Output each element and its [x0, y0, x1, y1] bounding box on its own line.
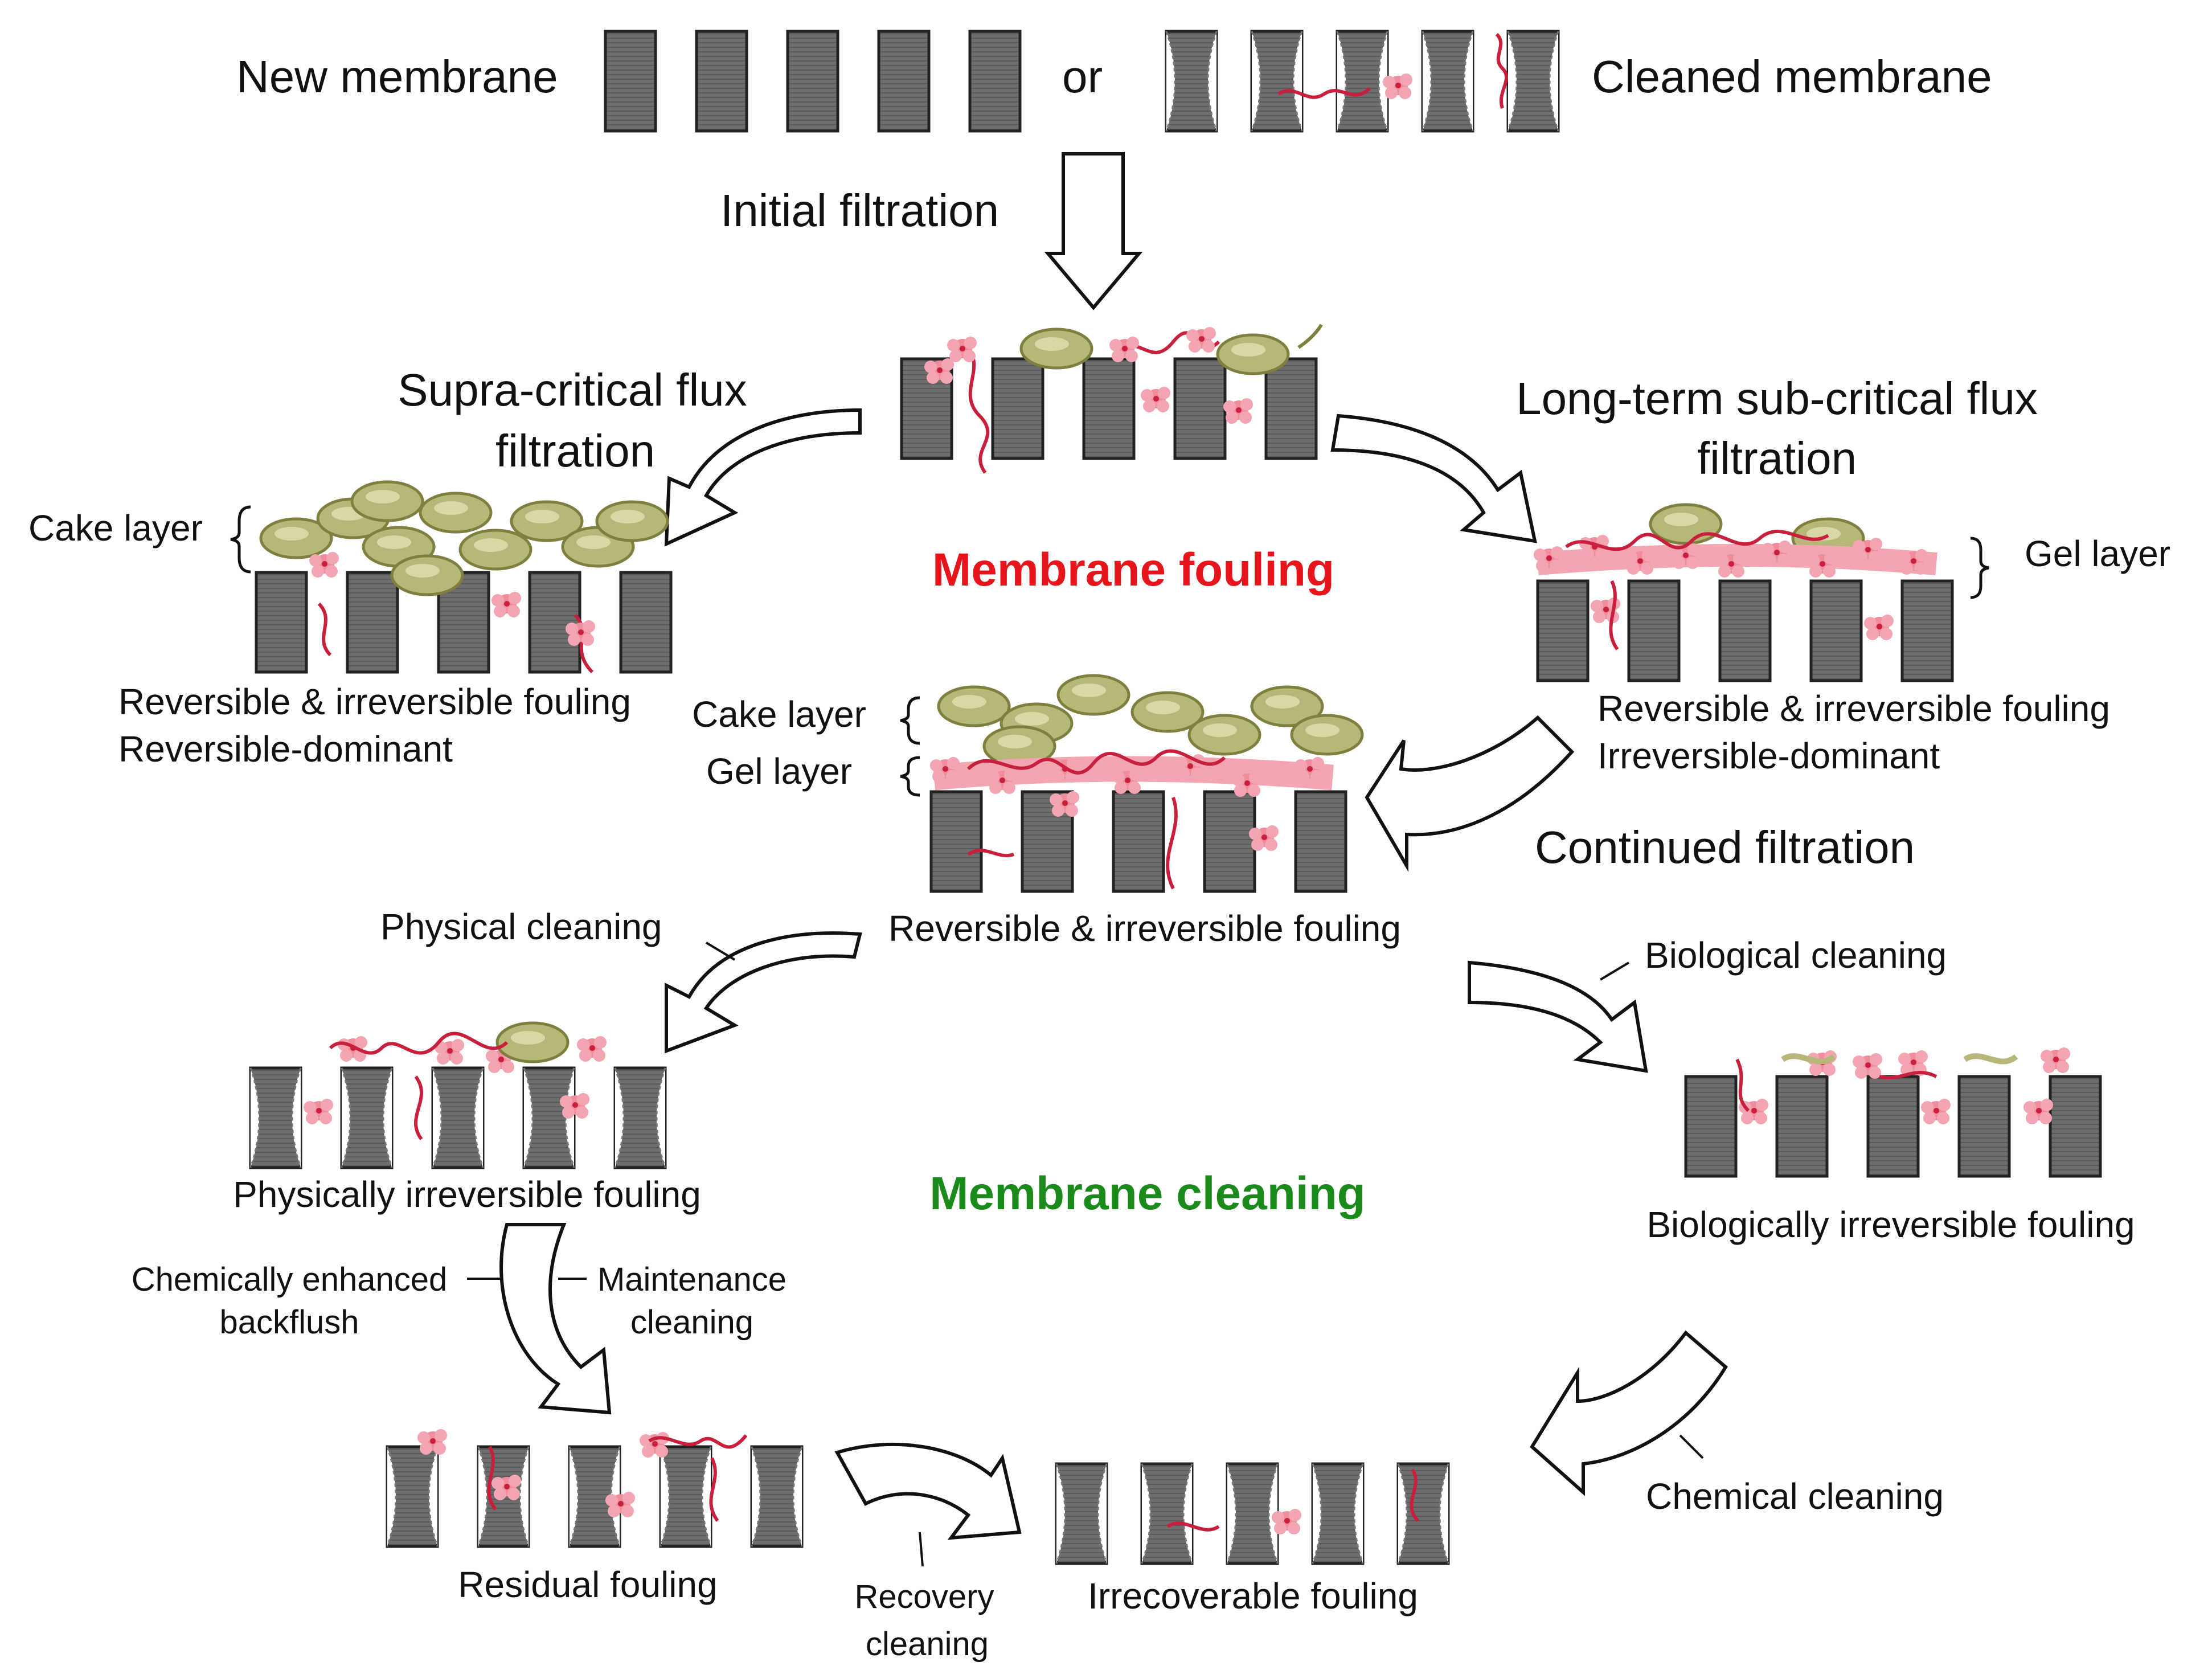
recovery-label-line2: cleaning [865, 1626, 989, 1663]
cake-layer-left-label: Cake layer [28, 508, 203, 549]
left-fouling-type-label: Reversible & irreversible fouling [118, 681, 631, 722]
new-membrane-label: New membrane [236, 51, 558, 102]
continued-filtration-arrow-icon [1365, 715, 1575, 873]
residual-fouling-label: Residual fouling [458, 1564, 718, 1605]
membrane-fouling-title: Membrane fouling [932, 544, 1335, 596]
membrane-cleaning-title: Membrane cleaning [929, 1168, 1366, 1219]
chemical-cleaning-label: Chemical cleaning [1646, 1476, 1944, 1517]
physically-irreversible-label: Physically irreversible fouling [233, 1174, 701, 1215]
biological-cleaning-arrow-icon [1468, 960, 1648, 1073]
initial-filtration-label: Initial filtration [720, 185, 1000, 236]
right-fouling-type-label: Reversible & irreversible fouling [1597, 688, 2110, 729]
biologically-irreversible-membrane-icon [1686, 1047, 2100, 1176]
gel-layer-right-label: Gel layer [2025, 533, 2171, 574]
recovery-cleaning-arrow-icon [834, 1442, 1022, 1567]
continued-filtration-label: Continued filtration [1535, 822, 1915, 873]
cake-gel-membrane-icon [900, 676, 1362, 891]
initial-fouled-membrane-icon [902, 324, 1323, 474]
irrecoverable-fouling-label: Irrecoverable fouling [1088, 1575, 1418, 1616]
supra-critical-arrow-icon [664, 408, 862, 547]
cleaned-membrane-label: Cleaned membrane [1592, 51, 1992, 102]
long-term-label-line2: filtration [1697, 433, 1857, 484]
biologically-irreversible-label: Biologically irreversible fouling [1646, 1204, 2135, 1245]
ceb-label-line1: Chemically enhanced [131, 1261, 448, 1298]
chemical-cleaning-arrow-icon [1530, 1330, 1728, 1496]
physical-cleaning-label: Physical cleaning [380, 906, 662, 947]
or-label: or [1062, 51, 1103, 102]
maintenance-label-line2: cleaning [630, 1304, 754, 1341]
down-arrow-icon [1044, 152, 1143, 310]
irrecoverable-fouling-membrane-icon [1056, 1464, 1448, 1564]
maintenance-cleaning-arrow-icon [467, 1223, 612, 1415]
ceb-label-line2: backflush [219, 1304, 359, 1341]
reversible-dominant-label: Reversible-dominant [118, 729, 453, 770]
long-term-arrow-icon [1330, 414, 1537, 543]
gel-layer-center-label: Gel layer [706, 751, 853, 792]
biological-cleaning-label: Biological cleaning [1645, 935, 1947, 976]
cake-layer-membrane-icon [230, 482, 671, 672]
new-membrane-icon [605, 31, 1020, 131]
center-fouling-type-label: Reversible & irreversible fouling [888, 908, 1401, 949]
cleaned-membrane-icon [1166, 31, 1558, 131]
supra-critical-label-line1: Supra-critical flux [398, 365, 747, 415]
physically-irreversible-membrane-icon [251, 1023, 665, 1168]
cake-layer-center-label: Cake layer [692, 694, 866, 735]
irreversible-dominant-label: Irreversible-dominant [1597, 735, 1940, 776]
physical-cleaning-arrow-icon [665, 931, 862, 1054]
residual-fouling-membrane-icon [387, 1429, 802, 1546]
supra-critical-label-line2: filtration [495, 425, 656, 476]
gel-layer-membrane-icon [1534, 505, 1989, 681]
maintenance-label-line1: Maintenance [597, 1261, 787, 1298]
long-term-label-line1: Long-term sub-critical flux [1516, 373, 2038, 424]
recovery-label-line1: Recovery [854, 1578, 994, 1615]
